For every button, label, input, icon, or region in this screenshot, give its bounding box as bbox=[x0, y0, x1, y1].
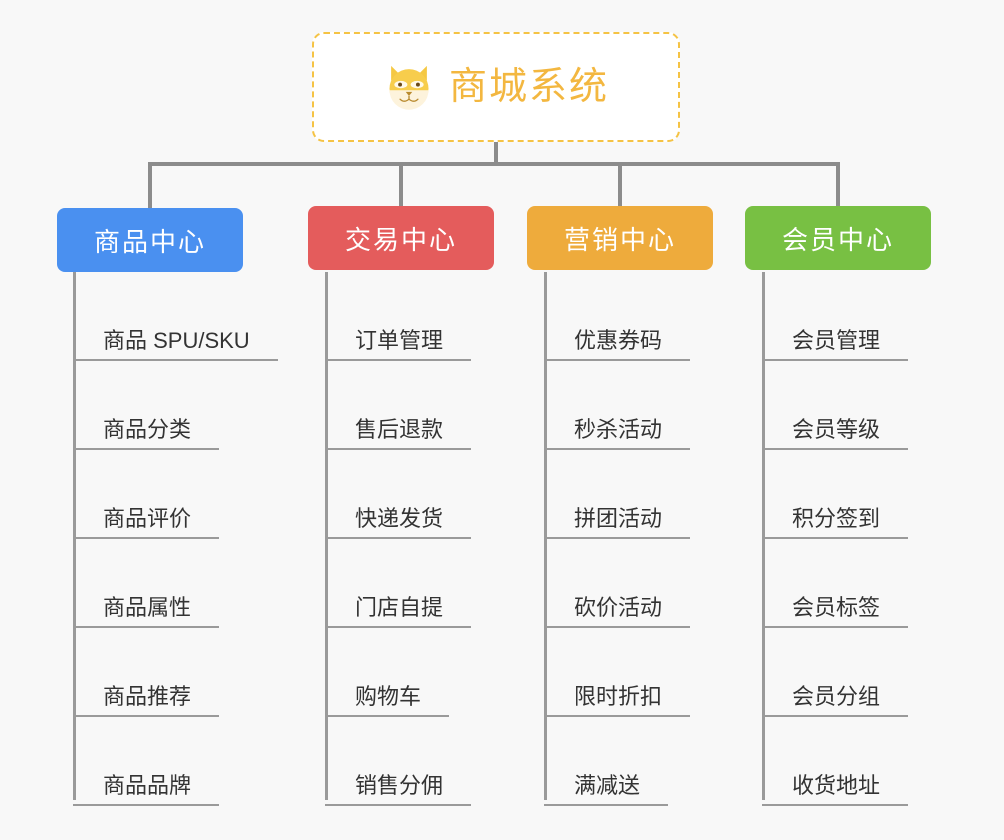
category-title-2: 交易中心 bbox=[344, 224, 457, 255]
branch-spine-2 bbox=[325, 272, 328, 800]
leaf-item[interactable]: 购物车 bbox=[325, 628, 471, 717]
leaf-item[interactable]: 订单管理 bbox=[325, 272, 472, 361]
leaf-label: 购物车 bbox=[325, 684, 450, 717]
leaf-label: 售后退款 bbox=[325, 417, 472, 450]
leaf-item[interactable]: 满减送 bbox=[544, 717, 690, 806]
leaf-label: 满减送 bbox=[544, 773, 669, 806]
root-node[interactable]: 商城系统 bbox=[312, 32, 680, 142]
leaf-label: 销售分佣 bbox=[325, 773, 472, 806]
leaf-item[interactable]: 限时折扣 bbox=[544, 628, 691, 717]
branch-spine-4 bbox=[762, 272, 765, 800]
connector-drop-3 bbox=[618, 162, 622, 210]
leaf-label: 商品分类 bbox=[73, 417, 220, 450]
category-box-3[interactable]: 营销中心 bbox=[527, 206, 713, 270]
category-box-1[interactable]: 商品中心 bbox=[57, 208, 243, 272]
leaf-label: 限时折扣 bbox=[544, 684, 691, 717]
branch-list-2: 订单管理 售后退款 快递发货 门店自提 购物车 销售分佣 bbox=[325, 272, 472, 806]
leaf-label: 商品推荐 bbox=[73, 684, 220, 717]
leaf-label: 拼团活动 bbox=[544, 506, 691, 539]
leaf-label: 快递发货 bbox=[325, 506, 472, 539]
leaf-item[interactable]: 砍价活动 bbox=[544, 539, 691, 628]
category-title-4: 会员中心 bbox=[781, 224, 894, 255]
leaf-label: 秒杀活动 bbox=[544, 417, 691, 450]
leaf-item[interactable]: 会员管理 bbox=[762, 272, 909, 361]
leaf-item[interactable]: 商品分类 bbox=[73, 361, 278, 450]
connector-root-stem bbox=[494, 142, 498, 164]
leaf-label: 收货地址 bbox=[762, 773, 909, 806]
leaf-item[interactable]: 商品评价 bbox=[73, 450, 278, 539]
category-box-4[interactable]: 会员中心 bbox=[745, 206, 931, 270]
leaf-item[interactable]: 会员分组 bbox=[762, 628, 909, 717]
branch-list-4: 会员管理 会员等级 积分签到 会员标签 会员分组 收货地址 bbox=[762, 272, 909, 806]
leaf-label: 商品品牌 bbox=[73, 773, 220, 806]
leaf-item[interactable]: 门店自提 bbox=[325, 539, 472, 628]
category-box-2[interactable]: 交易中心 bbox=[308, 206, 494, 270]
connector-drop-1 bbox=[148, 162, 152, 210]
leaf-item[interactable]: 收货地址 bbox=[762, 717, 909, 806]
leaf-label: 积分签到 bbox=[762, 506, 909, 539]
leaf-label: 会员分组 bbox=[762, 684, 909, 717]
connector-drop-2 bbox=[399, 162, 403, 210]
branch-spine-1 bbox=[73, 272, 76, 800]
leaf-item[interactable]: 商品 SPU/SKU bbox=[73, 272, 278, 361]
connector-horizontal-bus bbox=[148, 162, 840, 166]
leaf-item[interactable]: 秒杀活动 bbox=[544, 361, 691, 450]
branch-list-1: 商品 SPU/SKU 商品分类 商品评价 商品属性 商品推荐 商品品牌 bbox=[73, 272, 278, 806]
category-title-1: 商品中心 bbox=[93, 226, 206, 257]
branch-list-3: 优惠券码 秒杀活动 拼团活动 砍价活动 限时折扣 满减送 bbox=[544, 272, 691, 806]
connector-drop-4 bbox=[836, 162, 840, 210]
leaf-item[interactable]: 销售分佣 bbox=[325, 717, 472, 806]
branch-spine-3 bbox=[544, 272, 547, 800]
leaf-item[interactable]: 优惠券码 bbox=[544, 272, 691, 361]
leaf-label: 门店自提 bbox=[325, 595, 472, 628]
leaf-item[interactable]: 商品推荐 bbox=[73, 628, 278, 717]
leaf-item[interactable]: 商品品牌 bbox=[73, 717, 278, 806]
leaf-item[interactable]: 会员标签 bbox=[762, 539, 909, 628]
leaf-item[interactable]: 快递发货 bbox=[325, 450, 472, 539]
leaf-label: 会员等级 bbox=[762, 417, 909, 450]
leaf-label: 砍价活动 bbox=[544, 595, 691, 628]
leaf-item[interactable]: 会员等级 bbox=[762, 361, 909, 450]
leaf-label: 会员管理 bbox=[762, 328, 909, 361]
leaf-label: 订单管理 bbox=[325, 328, 472, 361]
leaf-item[interactable]: 商品属性 bbox=[73, 539, 278, 628]
leaf-label: 商品属性 bbox=[73, 595, 220, 628]
leaf-item[interactable]: 售后退款 bbox=[325, 361, 472, 450]
leaf-label: 优惠券码 bbox=[544, 328, 691, 361]
shiba-dog-icon bbox=[389, 65, 429, 110]
leaf-item[interactable]: 拼团活动 bbox=[544, 450, 691, 539]
leaf-item[interactable]: 积分签到 bbox=[762, 450, 909, 539]
category-title-3: 营销中心 bbox=[563, 224, 676, 255]
root-title: 商城系统 bbox=[448, 66, 609, 108]
leaf-label: 商品 SPU/SKU bbox=[73, 328, 278, 361]
leaf-label: 商品评价 bbox=[73, 506, 220, 539]
leaf-label: 会员标签 bbox=[762, 595, 909, 628]
